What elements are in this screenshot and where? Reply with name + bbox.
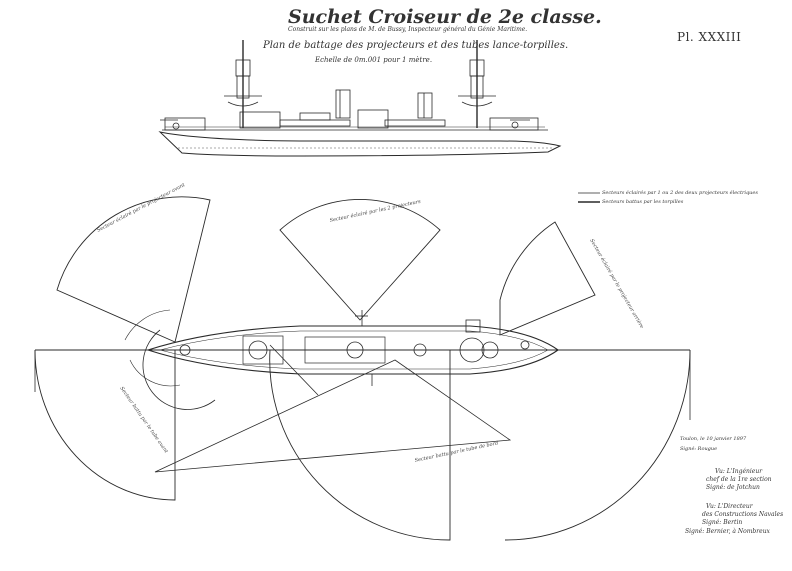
label-bow-port: Secteur éclairé par le projecteur avant: [96, 181, 187, 234]
ship-elevation: [158, 40, 562, 157]
torpedo-sector-stern: [504, 349, 691, 541]
drawing-title: Suchet Croiseur de 2e classe.: [288, 6, 602, 28]
approval-1-signature: Signé: de Jotchun: [706, 484, 760, 491]
searchlight-sector-bow-port: [56, 196, 211, 343]
approval-2-signature-b: Signé: Bernier, à Nombreux: [685, 528, 770, 535]
torpedo-sector-bow: [34, 349, 176, 501]
label-torpedo-bow: Secteur battu par le tube avant: [118, 386, 169, 456]
scale-label: Echelle de 0m.001 pour 1 mètre.: [315, 56, 433, 64]
legend-text-1: Secteurs éclairés par 1 ou 2 des deux pr…: [602, 190, 758, 196]
aft-deckhouse: [489, 117, 539, 131]
funnel-1: [335, 89, 351, 119]
plan-title: Plan de battage des projecteurs et des t…: [263, 40, 569, 51]
torpedo-sector-side: [269, 349, 451, 541]
drawing-subtitle: Construit sur les plans de M. de Bussy, …: [288, 26, 528, 33]
searchlight-sector-stern: [499, 221, 596, 336]
label-stern: Secteur éclairé par le projecteur arrièr…: [588, 238, 645, 330]
place-date: Toulon, le 10 janvier 1897: [680, 436, 747, 442]
approval-2-signature: Signé: Bertin: [702, 519, 743, 526]
approval-1-role: chef de la 1re section: [706, 476, 772, 483]
label-torpedo-side: Secteur battu par le tube de bord: [414, 440, 499, 464]
bow-small-arc: [142, 329, 216, 410]
approval-2-role: des Constructions Navales: [702, 511, 784, 518]
searchlight-sector-center: [279, 198, 441, 321]
approval-1-title: Vu: L'Ingénieur: [715, 468, 763, 475]
torpedo-track-triangle: [154, 359, 512, 473]
approval-2-title: Vu: L'Directeur: [706, 503, 753, 510]
plate-number: Pl. XXXIII: [677, 30, 742, 44]
hull-plan: [146, 325, 559, 375]
signature-1: Signé: Rougue: [680, 446, 718, 452]
funnel-2: [417, 92, 433, 119]
legend-text-2: Secteurs battus par les torpilles: [602, 199, 684, 205]
forward-deckhouse: [164, 117, 206, 131]
ship-plan: [146, 310, 559, 386]
label-center: Secteur éclairé par les 2 projecteurs: [329, 198, 422, 224]
hull-profile: [158, 131, 562, 157]
